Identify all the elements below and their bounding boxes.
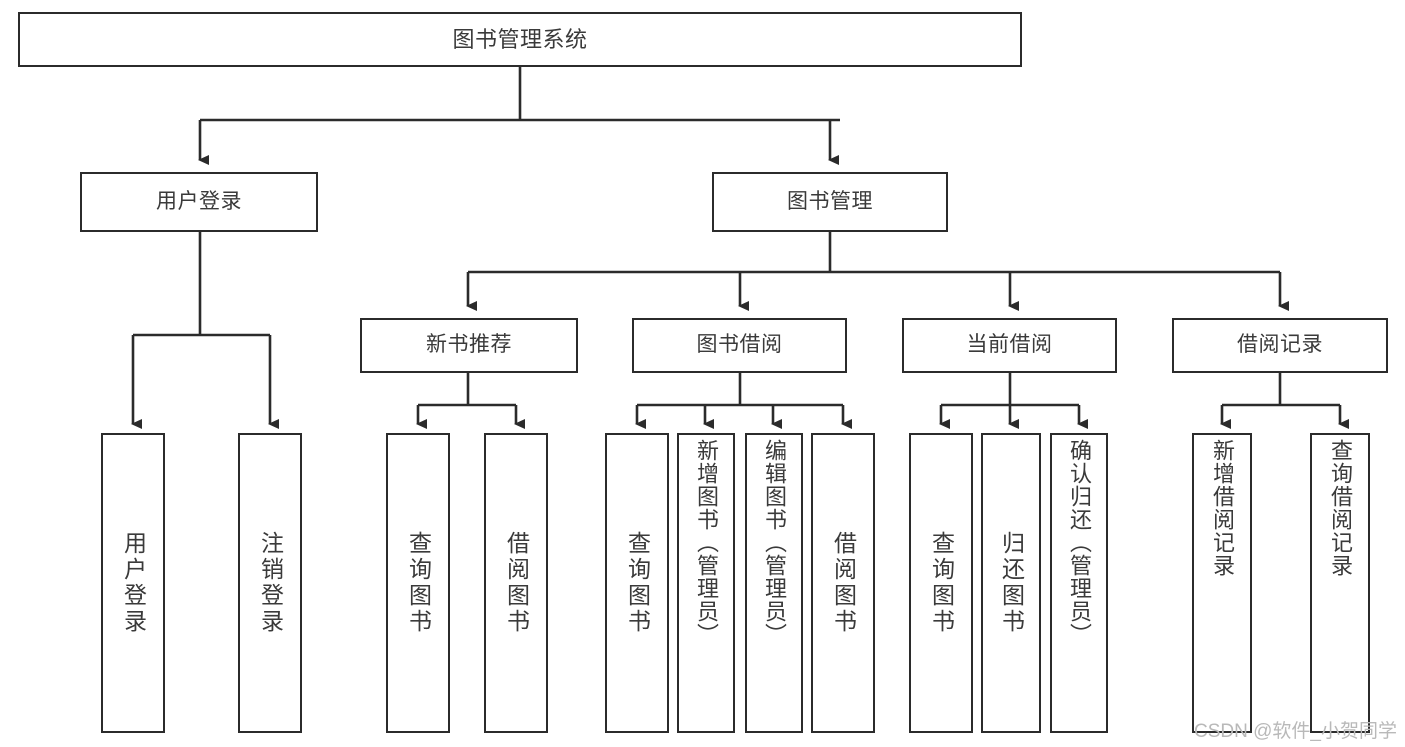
node-user-login[interactable]: 用户登录 bbox=[80, 172, 318, 232]
node-label: 借阅记录 bbox=[1237, 333, 1323, 357]
node-label: 新增图书（管理员） bbox=[694, 439, 719, 646]
leaf-add-book-admin[interactable]: 新增图书（管理员） bbox=[677, 433, 735, 733]
node-borrow-record[interactable]: 借阅记录 bbox=[1172, 318, 1388, 373]
leaf-add-borrow-record[interactable]: 新增借阅记录 bbox=[1192, 433, 1252, 733]
leaf-return-book[interactable]: 归还图书 bbox=[981, 433, 1041, 733]
leaf-confirm-return-admin[interactable]: 确认归还（管理员） bbox=[1050, 433, 1108, 733]
leaf-borrow-book-newbook[interactable]: 借阅图书 bbox=[484, 433, 548, 733]
node-label: 查询图书 bbox=[405, 531, 432, 635]
leaf-query-borrow-record[interactable]: 查询借阅记录 bbox=[1310, 433, 1370, 733]
node-root-system[interactable]: 图书管理系统 bbox=[18, 12, 1022, 67]
node-label: 图书借阅 bbox=[696, 333, 783, 357]
node-label: 查询借阅记录 bbox=[1328, 439, 1353, 577]
node-label: 用户登录 bbox=[156, 189, 242, 213]
leaf-query-book-current[interactable]: 查询图书 bbox=[909, 433, 973, 733]
node-label: 新增借阅记录 bbox=[1210, 439, 1235, 577]
node-label: 查询图书 bbox=[624, 531, 651, 635]
node-new-book-recommend[interactable]: 新书推荐 bbox=[360, 318, 578, 373]
node-label: 归还图书 bbox=[998, 531, 1025, 635]
node-label: 当前借阅 bbox=[966, 333, 1053, 357]
leaf-query-book-newbook[interactable]: 查询图书 bbox=[386, 433, 450, 733]
node-label: 图书管理系统 bbox=[452, 26, 588, 52]
node-book-borrow[interactable]: 图书借阅 bbox=[632, 318, 847, 373]
leaf-edit-book-admin[interactable]: 编辑图书（管理员） bbox=[745, 433, 803, 733]
leaf-query-book-borrow[interactable]: 查询图书 bbox=[605, 433, 669, 733]
node-label: 借阅图书 bbox=[830, 531, 857, 635]
node-label: 确认归还（管理员） bbox=[1067, 439, 1092, 646]
node-current-borrow[interactable]: 当前借阅 bbox=[902, 318, 1117, 373]
csdn-watermark: CSDN @软件_小贺同学 bbox=[1194, 721, 1397, 742]
node-label: 查询图书 bbox=[928, 531, 955, 635]
node-label: 借阅图书 bbox=[503, 531, 530, 635]
node-label: 图书管理 bbox=[787, 189, 873, 213]
node-label: 注销登录 bbox=[257, 531, 284, 635]
node-label: 编辑图书（管理员） bbox=[762, 439, 787, 646]
node-label: 用户登录 bbox=[120, 531, 147, 635]
node-book-management[interactable]: 图书管理 bbox=[712, 172, 948, 232]
leaf-borrow-book-borrow[interactable]: 借阅图书 bbox=[811, 433, 875, 733]
leaf-user-login[interactable]: 用户登录 bbox=[101, 433, 165, 733]
leaf-logout[interactable]: 注销登录 bbox=[238, 433, 302, 733]
node-label: 新书推荐 bbox=[426, 333, 512, 357]
